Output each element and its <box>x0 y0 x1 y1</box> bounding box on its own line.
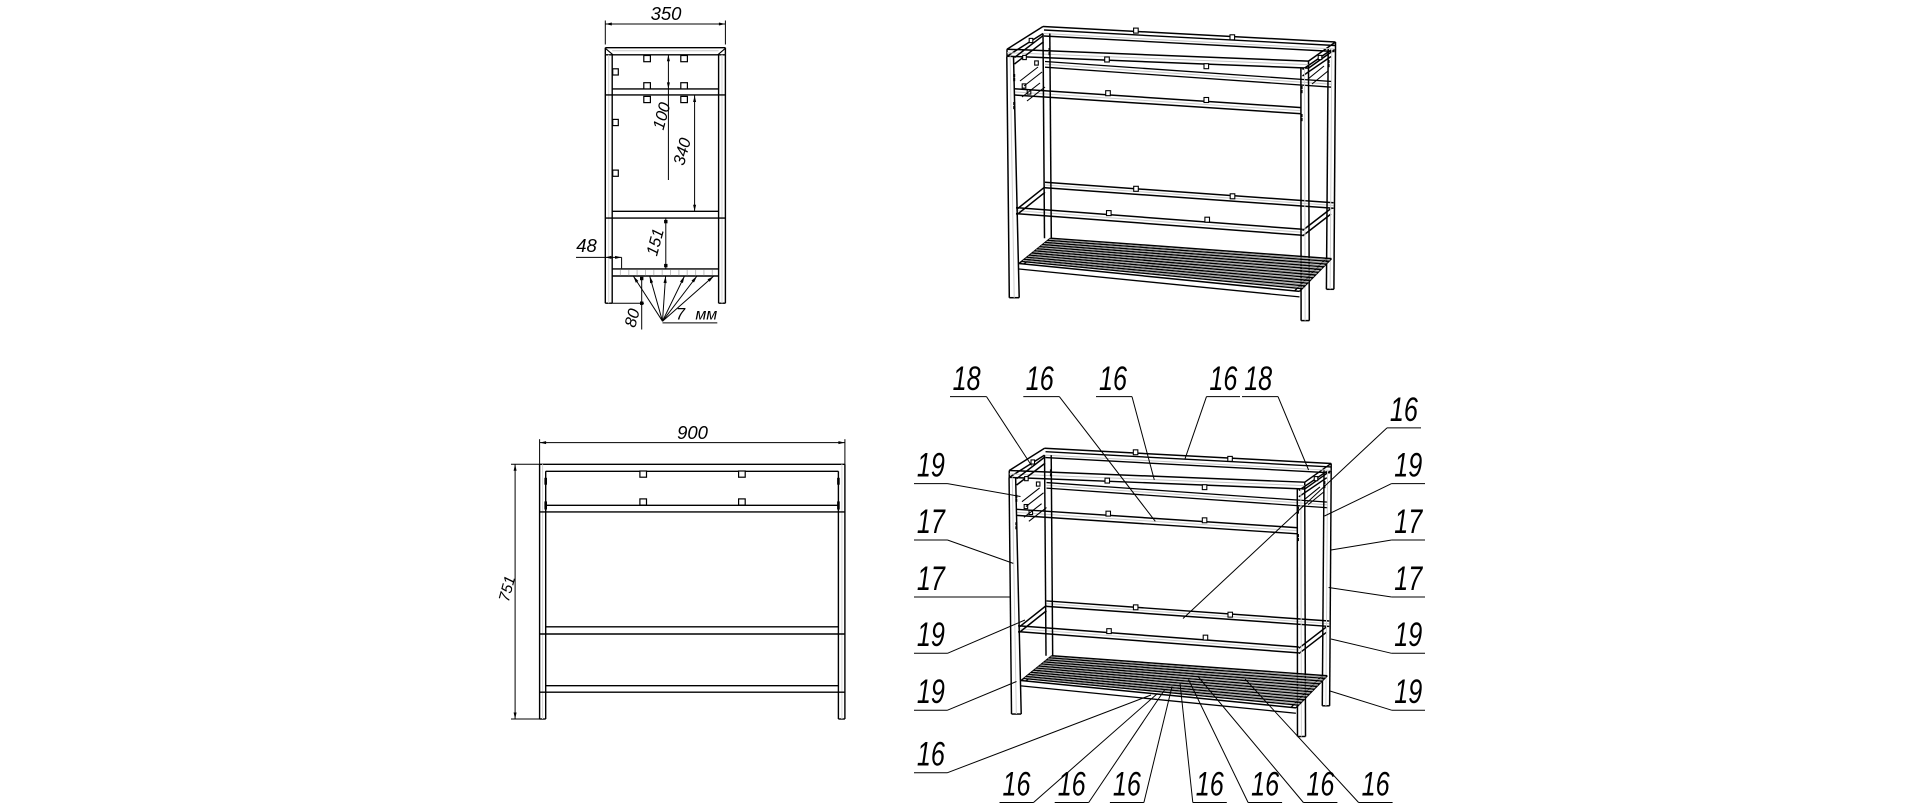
svg-text:16: 16 <box>1099 360 1127 398</box>
svg-text:16: 16 <box>1113 765 1141 803</box>
svg-text:19: 19 <box>917 616 945 654</box>
svg-text:16: 16 <box>1026 360 1054 398</box>
svg-text:19: 19 <box>917 673 945 711</box>
svg-text:80: 80 <box>622 306 644 329</box>
svg-text:16: 16 <box>1058 765 1086 803</box>
svg-text:7: 7 <box>676 305 686 323</box>
svg-text:16: 16 <box>1390 391 1418 429</box>
svg-text:48: 48 <box>576 235 597 256</box>
svg-text:16: 16 <box>917 736 945 774</box>
svg-text:17: 17 <box>917 503 946 541</box>
svg-text:16: 16 <box>1003 765 1031 803</box>
svg-text:16: 16 <box>1196 765 1224 803</box>
svg-text:17: 17 <box>917 560 946 598</box>
svg-text:350: 350 <box>651 3 683 24</box>
svg-text:18: 18 <box>953 360 981 398</box>
svg-text:16: 16 <box>1362 765 1390 803</box>
svg-text:19: 19 <box>917 446 945 484</box>
svg-text:17: 17 <box>1394 503 1423 541</box>
svg-text:19: 19 <box>1394 446 1422 484</box>
svg-text:751: 751 <box>496 574 519 603</box>
svg-text:16: 16 <box>1251 765 1279 803</box>
svg-text:19: 19 <box>1394 673 1422 711</box>
svg-text:17: 17 <box>1394 560 1423 598</box>
svg-text:16: 16 <box>1209 360 1237 398</box>
svg-text:19: 19 <box>1394 616 1422 654</box>
svg-text:мм: мм <box>695 306 717 323</box>
svg-text:18: 18 <box>1244 360 1272 398</box>
svg-text:900: 900 <box>677 422 709 443</box>
